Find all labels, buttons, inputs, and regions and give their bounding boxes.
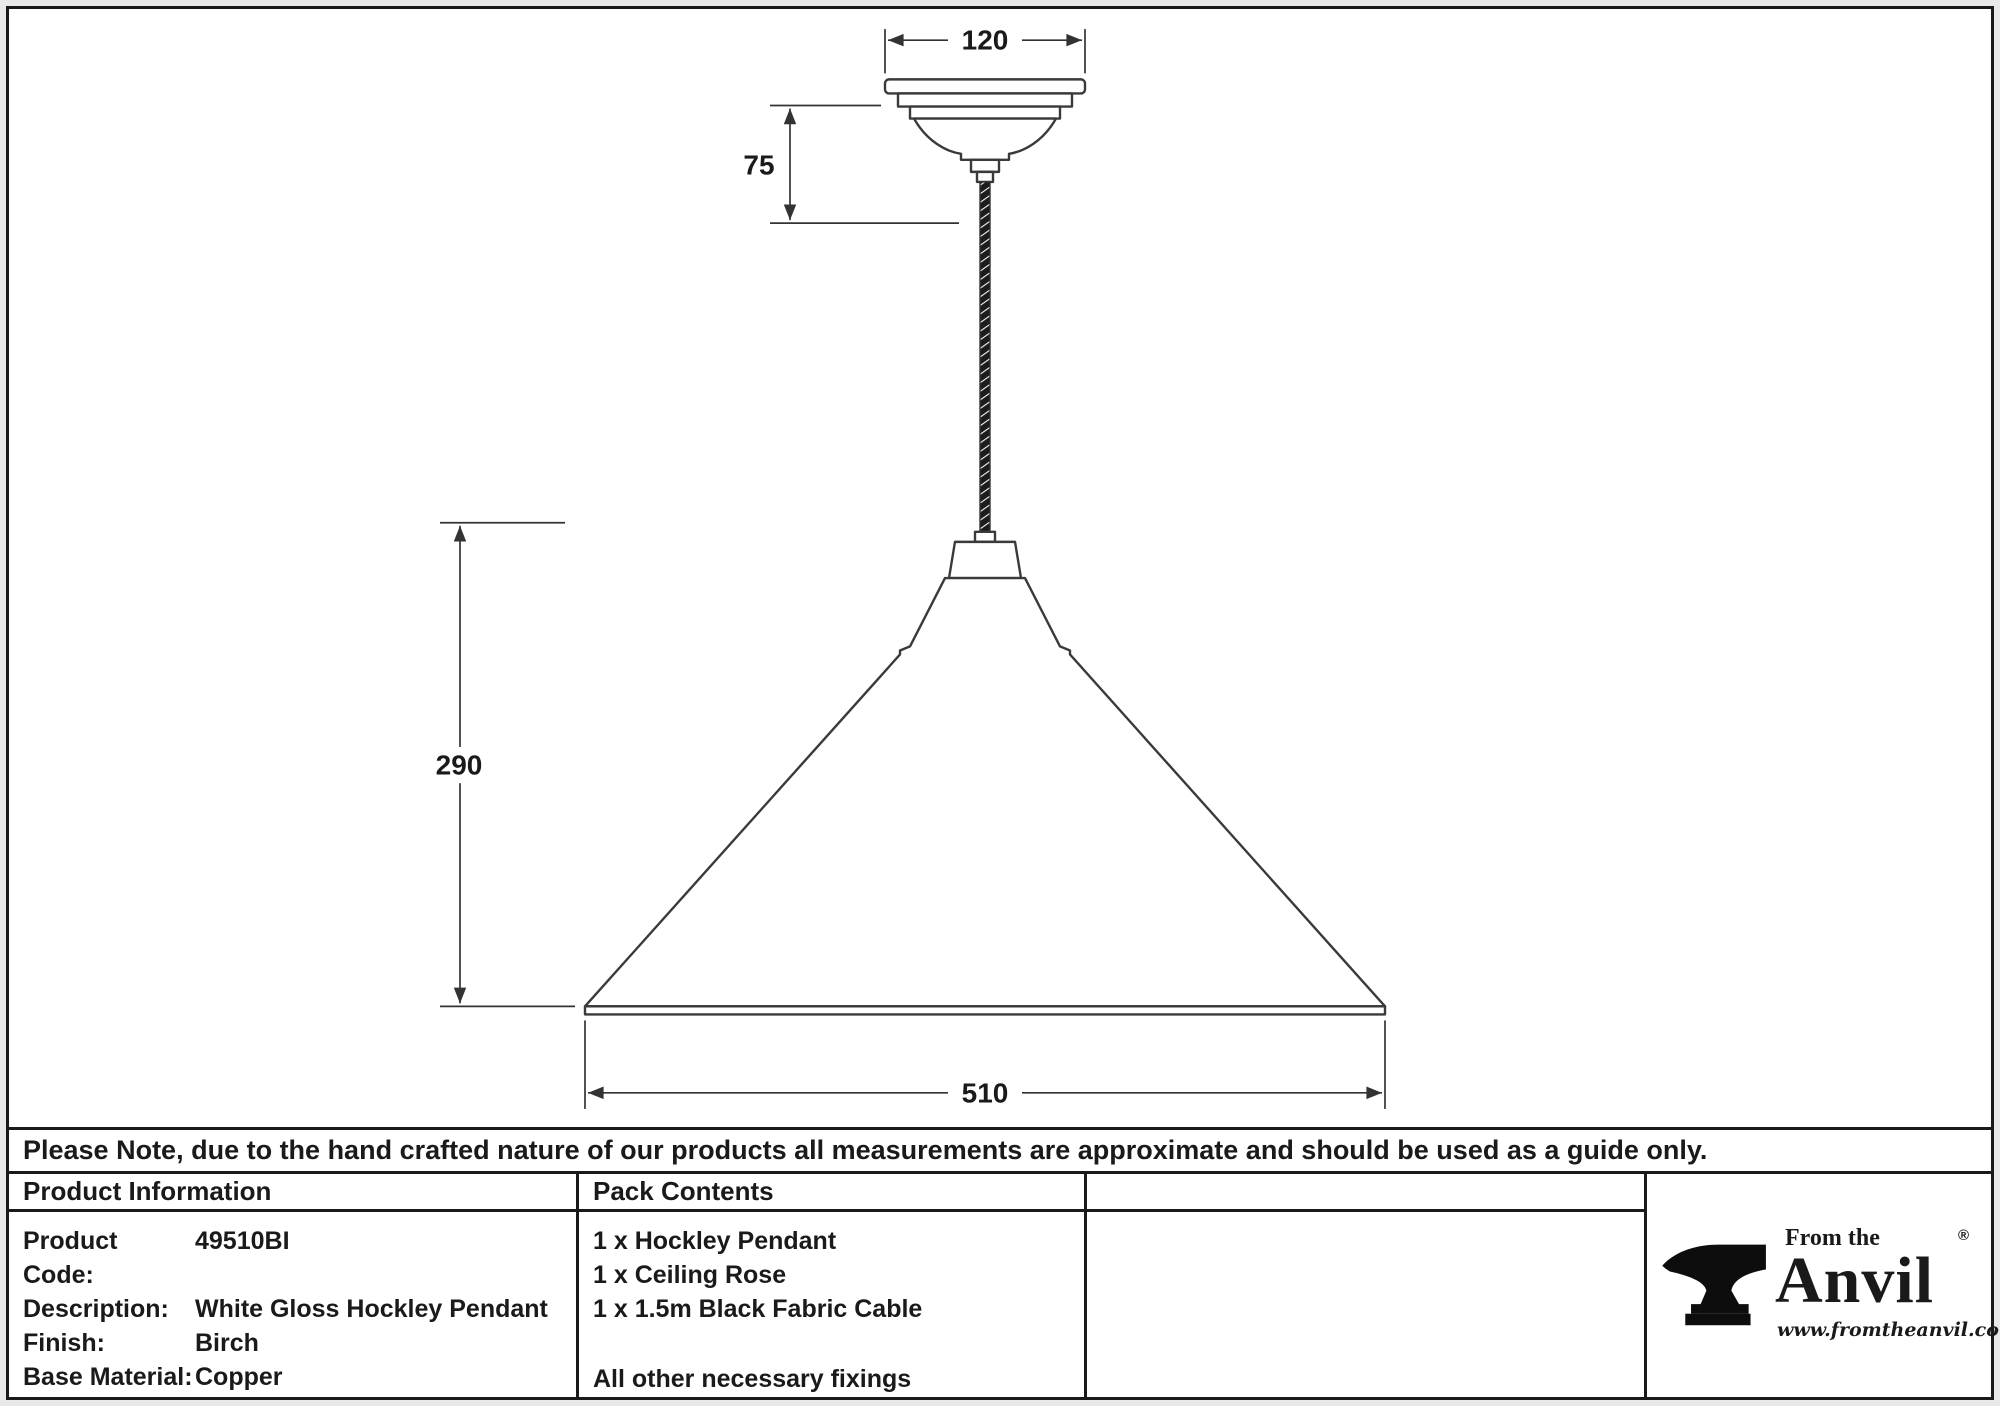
- anvil-icon: [1662, 1244, 1766, 1325]
- logo-tagline: From the: [1785, 1224, 1880, 1251]
- product-code-row: Product Code: 49510BI: [23, 1224, 562, 1292]
- product-code-value: 49510BI: [195, 1227, 290, 1255]
- ceiling-rose: [883, 78, 1087, 184]
- pack-item-pendant: 1 x Hockley Pendant: [593, 1227, 837, 1255]
- pack-contents-header: Pack Contents: [579, 1174, 1084, 1212]
- product-code-label: Product Code:: [23, 1227, 118, 1289]
- pendant-technical-drawing: 120 75 290: [427, 23, 1387, 1110]
- base-material-value: Copper: [195, 1363, 283, 1391]
- logo-brand-name: Anvil: [1775, 1243, 1935, 1317]
- note-bar: Please Note, due to the hand crafted nat…: [9, 1127, 1991, 1171]
- pendant-lamp-drawing: [583, 78, 1387, 1016]
- pack-contents-body: 1 x Hockley Pendant 1 x Ceiling Rose 1 x…: [579, 1212, 1084, 1396]
- dimension-label-290: 290: [436, 750, 483, 781]
- registered-trademark-symbol: ®: [1957, 1226, 1969, 1244]
- finish-row: Finish: Birch: [23, 1326, 562, 1360]
- technical-drawing-area: 120 75 290: [9, 9, 1991, 1127]
- finish-value: Birch: [195, 1329, 259, 1357]
- pack-item-cable: 1 x 1.5m Black Fabric Cable: [593, 1295, 923, 1323]
- dimension-rose-width: 120: [884, 23, 1086, 74]
- dimension-label-120: 120: [962, 25, 1009, 56]
- base-material-row: Base Material: Copper: [23, 1360, 562, 1394]
- empty-section: [1084, 1174, 1644, 1397]
- dimension-shade-height: 290: [427, 521, 575, 1008]
- description-row: Description: White Gloss Hockley Pendant: [23, 1292, 562, 1326]
- empty-section-header: [1087, 1174, 1644, 1212]
- base-material-label: Base Material:: [23, 1363, 193, 1391]
- product-info-header: Product Information: [9, 1174, 576, 1212]
- logo-website: www.fromtheanvil.co.uk: [1777, 1318, 2000, 1341]
- info-table: Product Information Product Code: 49510B…: [9, 1171, 2000, 1397]
- fabric-cable: [979, 181, 991, 533]
- logo-section: From the Anvil ® www.fromtheanvil.co.uk: [1644, 1174, 2000, 1397]
- spec-sheet-page: 120 75 290: [6, 6, 2000, 1400]
- from-the-anvil-logo: From the Anvil ® www.fromtheanvil.co.uk: [1657, 1223, 2000, 1349]
- dimension-shade-width: 510: [584, 1020, 1386, 1110]
- product-info-section: Product Information Product Code: 49510B…: [9, 1174, 576, 1397]
- pack-contents-section: Pack Contents 1 x Hockley Pendant 1 x Ce…: [576, 1174, 1084, 1397]
- finish-label: Finish:: [23, 1329, 105, 1357]
- pendant-shade: [583, 576, 1387, 1016]
- dimension-label-75: 75: [743, 149, 774, 180]
- pack-item-ceiling-rose: 1 x Ceiling Rose: [593, 1261, 787, 1289]
- note-text: Please Note, due to the hand crafted nat…: [23, 1135, 1708, 1165]
- description-label: Description:: [23, 1295, 169, 1323]
- dimension-label-510: 510: [962, 1077, 1009, 1108]
- pack-contents-footer: All other necessary fixings: [593, 1365, 912, 1393]
- dimension-rose-height: 75: [743, 104, 959, 225]
- lamp-holder: [947, 530, 1023, 580]
- description-value: White Gloss Hockley Pendant: [195, 1295, 548, 1323]
- product-info-body: Product Code: 49510BI Description: White…: [9, 1212, 576, 1394]
